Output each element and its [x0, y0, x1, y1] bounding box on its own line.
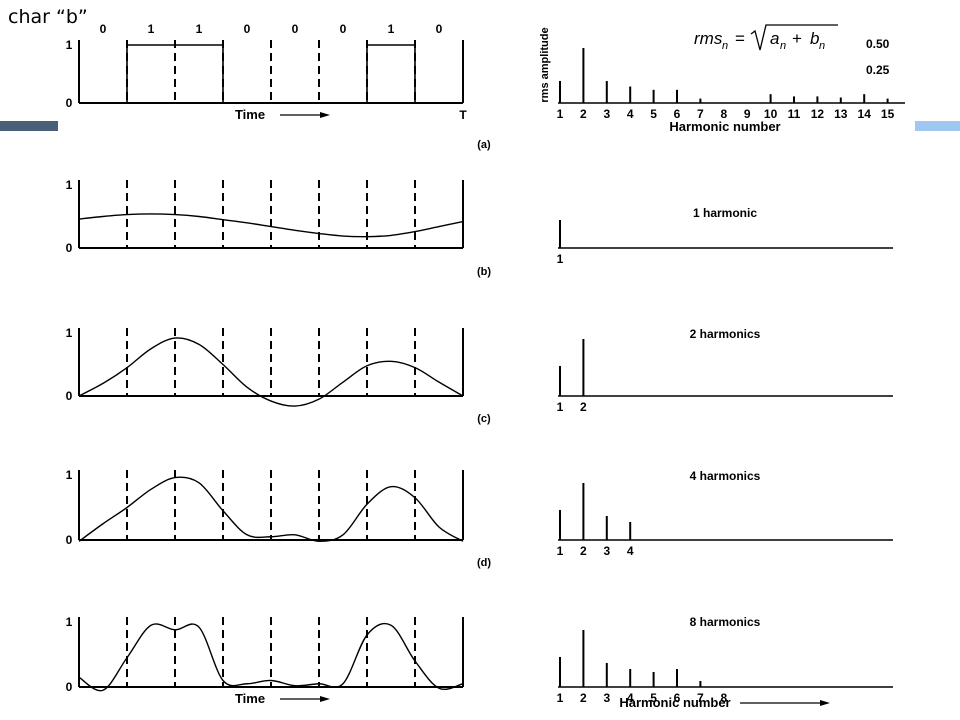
bit-label: 0 — [244, 22, 251, 36]
bit-label: 1 — [148, 22, 155, 36]
spectrum-a-tick: 10 — [764, 107, 778, 121]
spectrum-c-caption: 2 harmonics — [690, 327, 761, 341]
formula-a-sub: n — [780, 40, 786, 52]
time-arrow-head — [320, 112, 330, 118]
rms-formula: rms n = a n + b n — [694, 24, 838, 52]
spectrum-b-caption: 1 harmonic — [693, 206, 757, 220]
spectrum-a-xlabel: Harmonic number — [669, 119, 780, 134]
wave-d-ytick-1: 1 — [66, 468, 73, 482]
spectrum-e-tick: 5 — [650, 691, 657, 705]
spectrum-a-tick: 14 — [858, 107, 872, 121]
spectrum-d-tick: 4 — [627, 544, 634, 558]
spectrum-a-tick: 9 — [744, 107, 751, 121]
spectrum-a-ytick: 0.50 — [866, 37, 890, 51]
bit-label: 0 — [340, 22, 347, 36]
wave-d-ytick-0: 0 — [66, 533, 73, 547]
spectrum-e-xlabel: Harmonic number — [619, 695, 730, 710]
wave-c-signal — [78, 337, 464, 407]
formula-rms: rms — [694, 29, 723, 48]
formula-b-sub: n — [819, 40, 825, 52]
wave-d-signal — [78, 476, 464, 543]
spectrum-d-tick: 3 — [603, 544, 610, 558]
formula-rms-sub: n — [722, 40, 728, 52]
formula-sqrt-sign — [750, 24, 838, 51]
spectrum-a-tick: 11 — [788, 107, 801, 121]
panel-caption-a: (a) — [477, 139, 491, 151]
spectrum-a-tick: 5 — [650, 107, 657, 121]
wave-a-ytick-0: 0 — [66, 96, 73, 110]
spectrum-a-tick: 7 — [697, 107, 704, 121]
spectrum-e-tick: 2 — [580, 691, 587, 705]
wave-c-ytick-1: 1 — [66, 326, 73, 340]
spectrum-a-tick: 4 — [627, 107, 634, 121]
time-arrow-head — [320, 696, 330, 702]
panel-caption-b: (b) — [477, 266, 491, 278]
bit-label: 0 — [100, 22, 107, 36]
spectrum-a-tick: 2 — [580, 107, 587, 121]
spectrum-e-tick: 8 — [720, 691, 727, 705]
wave-a-ytick-1: 1 — [66, 38, 73, 52]
spectrum-a-tick: 8 — [720, 107, 727, 121]
spectrum-b-tick: 1 — [557, 252, 564, 266]
spectrum-a-tick: 1 — [557, 107, 564, 121]
formula-plus: + — [792, 29, 802, 48]
spectrum-e-tick: 7 — [697, 691, 704, 705]
spectrum-c-tick: 2 — [580, 400, 587, 414]
wave-e-xlabel: Time — [235, 691, 265, 706]
formula-b: b — [810, 29, 819, 48]
wave-b-ytick-1: 1 — [66, 178, 73, 192]
wave-e-ytick-0: 0 — [66, 680, 73, 694]
wave-e-signal — [78, 622, 464, 692]
spectrum-d-tick: 2 — [580, 544, 587, 558]
wave-b-ytick-0: 0 — [66, 241, 73, 255]
formula-equals: = — [735, 29, 745, 48]
spectrum-a-tick: 13 — [834, 107, 848, 121]
wave-a-end-label: T — [459, 108, 467, 122]
spectrum-e-tick: 1 — [557, 691, 564, 705]
spectrum-a-tick: 15 — [881, 107, 895, 121]
spectrum-a-tick: 3 — [603, 107, 610, 121]
left-accent-bar — [0, 121, 58, 131]
spectrum-a-tick: 12 — [811, 107, 825, 121]
spectrum-e-tick: 6 — [674, 691, 681, 705]
wave-a-signal — [79, 44, 416, 104]
panel-caption-c: (c) — [477, 413, 491, 425]
formula-a: a — [770, 29, 779, 48]
spectrum-d-tick: 1 — [557, 544, 564, 558]
spectrum-e-tick: 3 — [603, 691, 610, 705]
right-accent-bar — [915, 121, 960, 131]
bit-label: 0 — [292, 22, 299, 36]
page-title: char “b” — [8, 6, 88, 28]
bit-label: 1 — [196, 22, 203, 36]
bit-label: 0 — [436, 22, 443, 36]
wave-c-ytick-0: 0 — [66, 389, 73, 403]
spectrum-e-tick: 4 — [627, 691, 634, 705]
spectrum-a-ylabel: rms amplitude — [539, 27, 551, 102]
spectrum-c-tick: 1 — [557, 400, 564, 414]
wave-e-ytick-1: 1 — [66, 615, 73, 629]
spectrum-d-caption: 4 harmonics — [690, 469, 761, 483]
spectrum-a-ytick: 0.25 — [866, 63, 890, 77]
wave-b-signal — [78, 213, 464, 238]
panel-caption-d: (d) — [477, 557, 491, 569]
spectrum-a-tick: 6 — [674, 107, 681, 121]
spectrum-e-caption: 8 harmonics — [690, 615, 761, 629]
bit-label: 1 — [388, 22, 395, 36]
harmonic-arrow-head — [820, 700, 830, 706]
wave-a-xlabel: Time — [235, 107, 265, 122]
